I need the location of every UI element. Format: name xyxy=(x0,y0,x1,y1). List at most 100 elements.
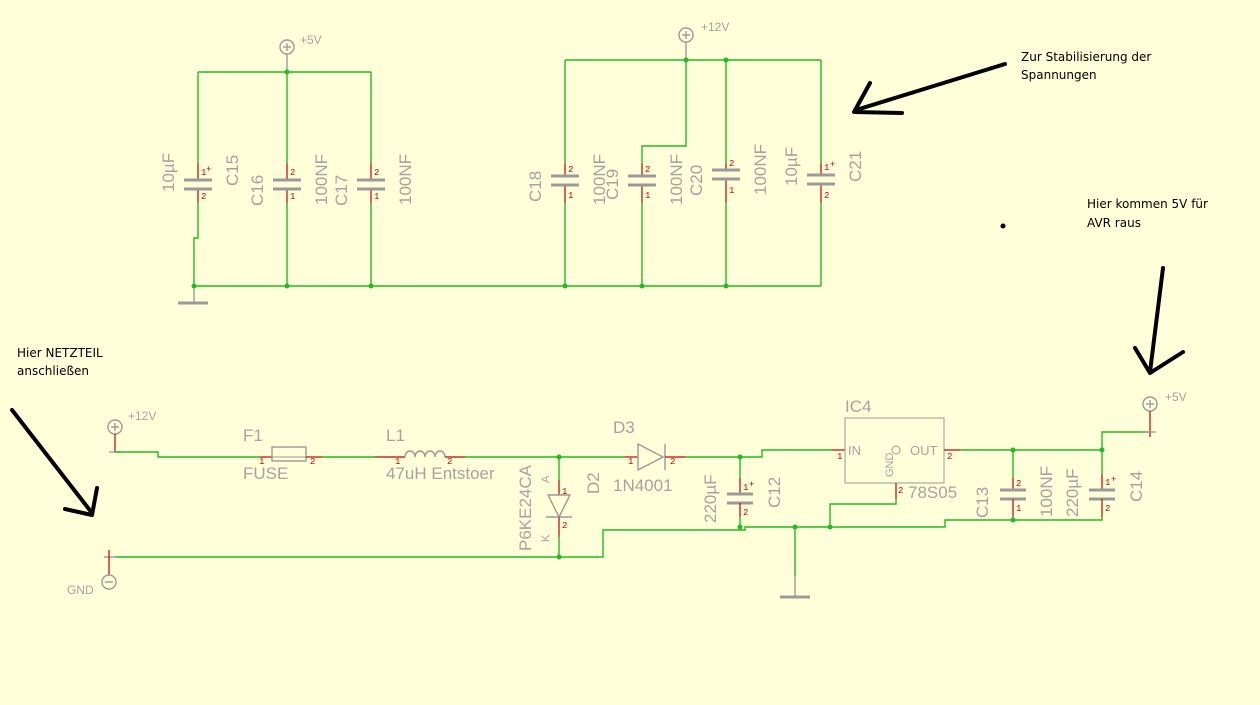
c16-pin1: 1 xyxy=(290,192,295,202)
ic4-gnd-label: GND xyxy=(884,453,896,478)
c15-plus: + xyxy=(206,165,211,175)
c13-value: 100NF xyxy=(1037,466,1056,517)
regulator-ic4[interactable]: 1 2 2 IN OUT GND IC4 78S05 xyxy=(832,397,960,502)
capacitor-c18[interactable]: 2 1 C18 100NF xyxy=(526,154,609,205)
c18-name: C18 xyxy=(526,171,545,202)
capacitor-c20[interactable]: 2 1 C20 100NF xyxy=(687,144,770,203)
annotation-psu-1: Hier NETZTEIL xyxy=(17,346,103,360)
c13-pin2: 2 xyxy=(1016,479,1021,489)
c17-pin2: 2 xyxy=(374,168,379,178)
c21-pin1: 1 xyxy=(824,163,829,173)
c12-name: C12 xyxy=(765,477,784,508)
gnd-input-label: GND xyxy=(67,583,94,597)
c14-plus: + xyxy=(1111,475,1116,485)
f1-pin2: 2 xyxy=(310,457,315,467)
d2-pin1: 1 xyxy=(562,487,567,497)
c13-pin1: 1 xyxy=(1016,504,1021,514)
d2-cathode: K xyxy=(540,534,552,542)
tvs-name: D2 xyxy=(584,472,603,494)
capacitor-c19[interactable]: 2 1 C19 100NF xyxy=(603,154,686,205)
arrow-icon-stabilize xyxy=(852,62,1007,115)
l1-pin2: 2 xyxy=(447,457,452,467)
ic4-out-label: OUT xyxy=(910,443,938,458)
f1-pin1: 1 xyxy=(259,457,264,467)
c12-plus: + xyxy=(749,480,754,490)
annotation-stabilize-1: Zur Stabilisierung der xyxy=(1021,50,1151,64)
c20-value: 100NF xyxy=(751,144,770,195)
supply-12v-input-label: +12V xyxy=(128,409,156,423)
tvs-diode-d2[interactable]: 1 2 A K P6KE24CA D2 xyxy=(516,457,603,557)
arrow-icon-psu xyxy=(10,408,99,517)
c21-pin2: 2 xyxy=(824,191,829,201)
c14-name: C14 xyxy=(1127,471,1146,502)
top-5v-decoupling: +5V 1 + 2 10µF C15 xyxy=(159,33,415,305)
capacitor-c21[interactable]: 1 + 2 10µF C21 xyxy=(782,147,865,203)
capacitor-c13[interactable]: 2 1 C13 100NF xyxy=(973,450,1056,518)
supply-5v-output[interactable]: +5V xyxy=(1142,390,1187,437)
c18-pin1: 1 xyxy=(568,191,573,201)
power-supply-circuit: +12V 1 2 F1 FUSE 1 2 L1 47uH Entstoer xyxy=(67,390,1187,599)
c15-pin2: 2 xyxy=(201,192,206,202)
c14-value: 220µF xyxy=(1063,468,1082,517)
d2-pin2: 2 xyxy=(562,521,567,531)
supply-12v-top-label: +12V xyxy=(701,20,729,34)
annotation-avr-1: Hier kommen 5V für xyxy=(1087,197,1208,211)
ic4-in-label: IN xyxy=(848,443,861,458)
c16-pin2: 2 xyxy=(290,168,295,178)
c19-value: 100NF xyxy=(667,154,686,205)
capacitor-c16[interactable]: 2 1 C16 100NF xyxy=(248,154,331,206)
supply-5v-top: +5V xyxy=(279,33,322,72)
supply-12v-input[interactable]: +12V xyxy=(107,409,156,453)
gnd-input[interactable]: GND xyxy=(67,550,117,597)
c19-pin2: 2 xyxy=(645,165,650,175)
c20-pin2: 2 xyxy=(729,159,734,169)
c16-value: 100NF xyxy=(312,154,331,205)
coil-value: 47uH Entstoer xyxy=(386,464,495,483)
c18-pin2: 2 xyxy=(568,165,573,175)
d3-pin1: 1 xyxy=(628,457,633,467)
fuse-f1[interactable]: 1 2 F1 FUSE xyxy=(243,426,322,483)
capacitor-c15[interactable]: 1 + 2 10µF C15 xyxy=(159,153,242,203)
annotation-stabilize-2: Spannungen xyxy=(1021,68,1097,82)
c20-pin1: 1 xyxy=(729,186,734,196)
ic4-pin1: 1 xyxy=(837,452,842,462)
d3-pin2: 2 xyxy=(670,457,675,467)
capacitor-c17[interactable]: 2 1 C17 100NF xyxy=(332,154,415,206)
ic-value: 78S05 xyxy=(908,483,957,502)
ic4-pin2: 2 xyxy=(898,486,903,496)
c12-pin1: 1 xyxy=(743,483,748,493)
c21-plus: + xyxy=(830,160,835,170)
c17-pin1: 1 xyxy=(374,192,379,202)
supply-12v-top: +12V xyxy=(678,20,729,60)
diode-d3[interactable]: 1 2 D3 1N4001 xyxy=(613,418,685,495)
top-12v-decoupling: +12V 2 1 C18 100NF xyxy=(194,20,865,289)
annotation-psu-2: anschließen xyxy=(17,364,89,378)
stray-dot xyxy=(1000,223,1006,229)
ic4-pin3: 2 xyxy=(947,452,952,462)
c18-value: 100NF xyxy=(590,154,609,205)
diode-name: D3 xyxy=(613,418,635,437)
c17-name: C17 xyxy=(332,175,351,206)
supply-5v-top-label: +5V xyxy=(300,33,322,47)
arrow-icon-avr xyxy=(1133,266,1185,375)
c13-name: C13 xyxy=(973,487,992,518)
gnd-symbol-top xyxy=(178,286,208,305)
c14-pin1: 1 xyxy=(1105,478,1110,488)
fuse-name: F1 xyxy=(243,426,263,445)
gnd-symbol-bottom xyxy=(780,527,810,599)
c17-value: 100NF xyxy=(396,154,415,205)
supply-5v-output-label: +5V xyxy=(1165,390,1187,404)
tvs-value: P6KE24CA xyxy=(516,464,535,551)
c12-pin2: 2 xyxy=(743,508,748,518)
diode-value: 1N4001 xyxy=(613,476,673,495)
c15-pin1: 1 xyxy=(201,168,206,178)
c19-pin1: 1 xyxy=(645,191,650,201)
capacitor-c12[interactable]: 1 + 2 220µF C12 xyxy=(701,457,784,527)
inductor-l1[interactable]: 1 2 L1 47uH Entstoer xyxy=(375,426,495,483)
c20-name: C20 xyxy=(687,165,706,196)
capacitor-c14[interactable]: 1 + 2 220µF C14 xyxy=(1063,450,1146,517)
c15-value: 10µF xyxy=(159,153,178,192)
c21-name: C21 xyxy=(846,151,865,182)
